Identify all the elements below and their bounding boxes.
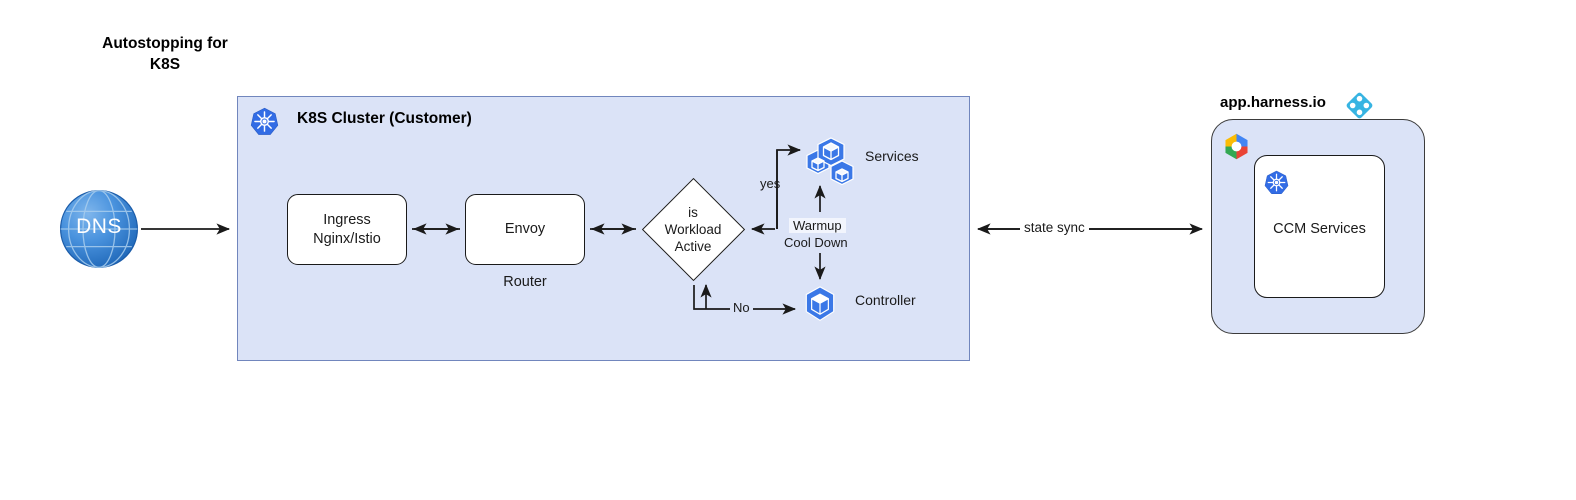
dns-label: DNS — [76, 215, 122, 238]
edge-label-no: No — [730, 300, 753, 315]
kubernetes-pod-icon — [801, 285, 839, 323]
edge-label-cooldown: Cool Down — [784, 235, 848, 250]
controller-label: Controller — [855, 292, 916, 308]
harness-logo-icon — [1344, 90, 1375, 121]
harness-url-label: app.harness.io — [1220, 94, 1326, 111]
kubernetes-pods-icon — [805, 133, 863, 191]
ccm-services-label: CCM Services — [1273, 221, 1366, 237]
ingress-node[interactable]: Ingress Nginx/Istio — [287, 194, 407, 265]
edge-label-state-sync: state sync — [1020, 220, 1089, 235]
decision-label: is Workload Active — [664, 204, 722, 254]
envoy-node[interactable]: Envoy — [465, 194, 585, 265]
decision-node-workload-active[interactable]: is Workload Active — [641, 177, 745, 281]
kubernetes-icon — [1264, 170, 1289, 195]
globe-icon — [59, 189, 139, 269]
edge-label-yes: yes — [760, 176, 781, 191]
k8s-cluster-title: K8S Cluster (Customer) — [297, 110, 472, 127]
page-title: Autostopping for K8S — [102, 35, 228, 73]
google-cloud-icon — [1222, 132, 1251, 161]
services-label: Services — [865, 148, 919, 164]
router-label: Router — [503, 274, 547, 290]
edge-label-warmup: Warmup — [789, 218, 846, 233]
kubernetes-icon — [250, 107, 279, 136]
